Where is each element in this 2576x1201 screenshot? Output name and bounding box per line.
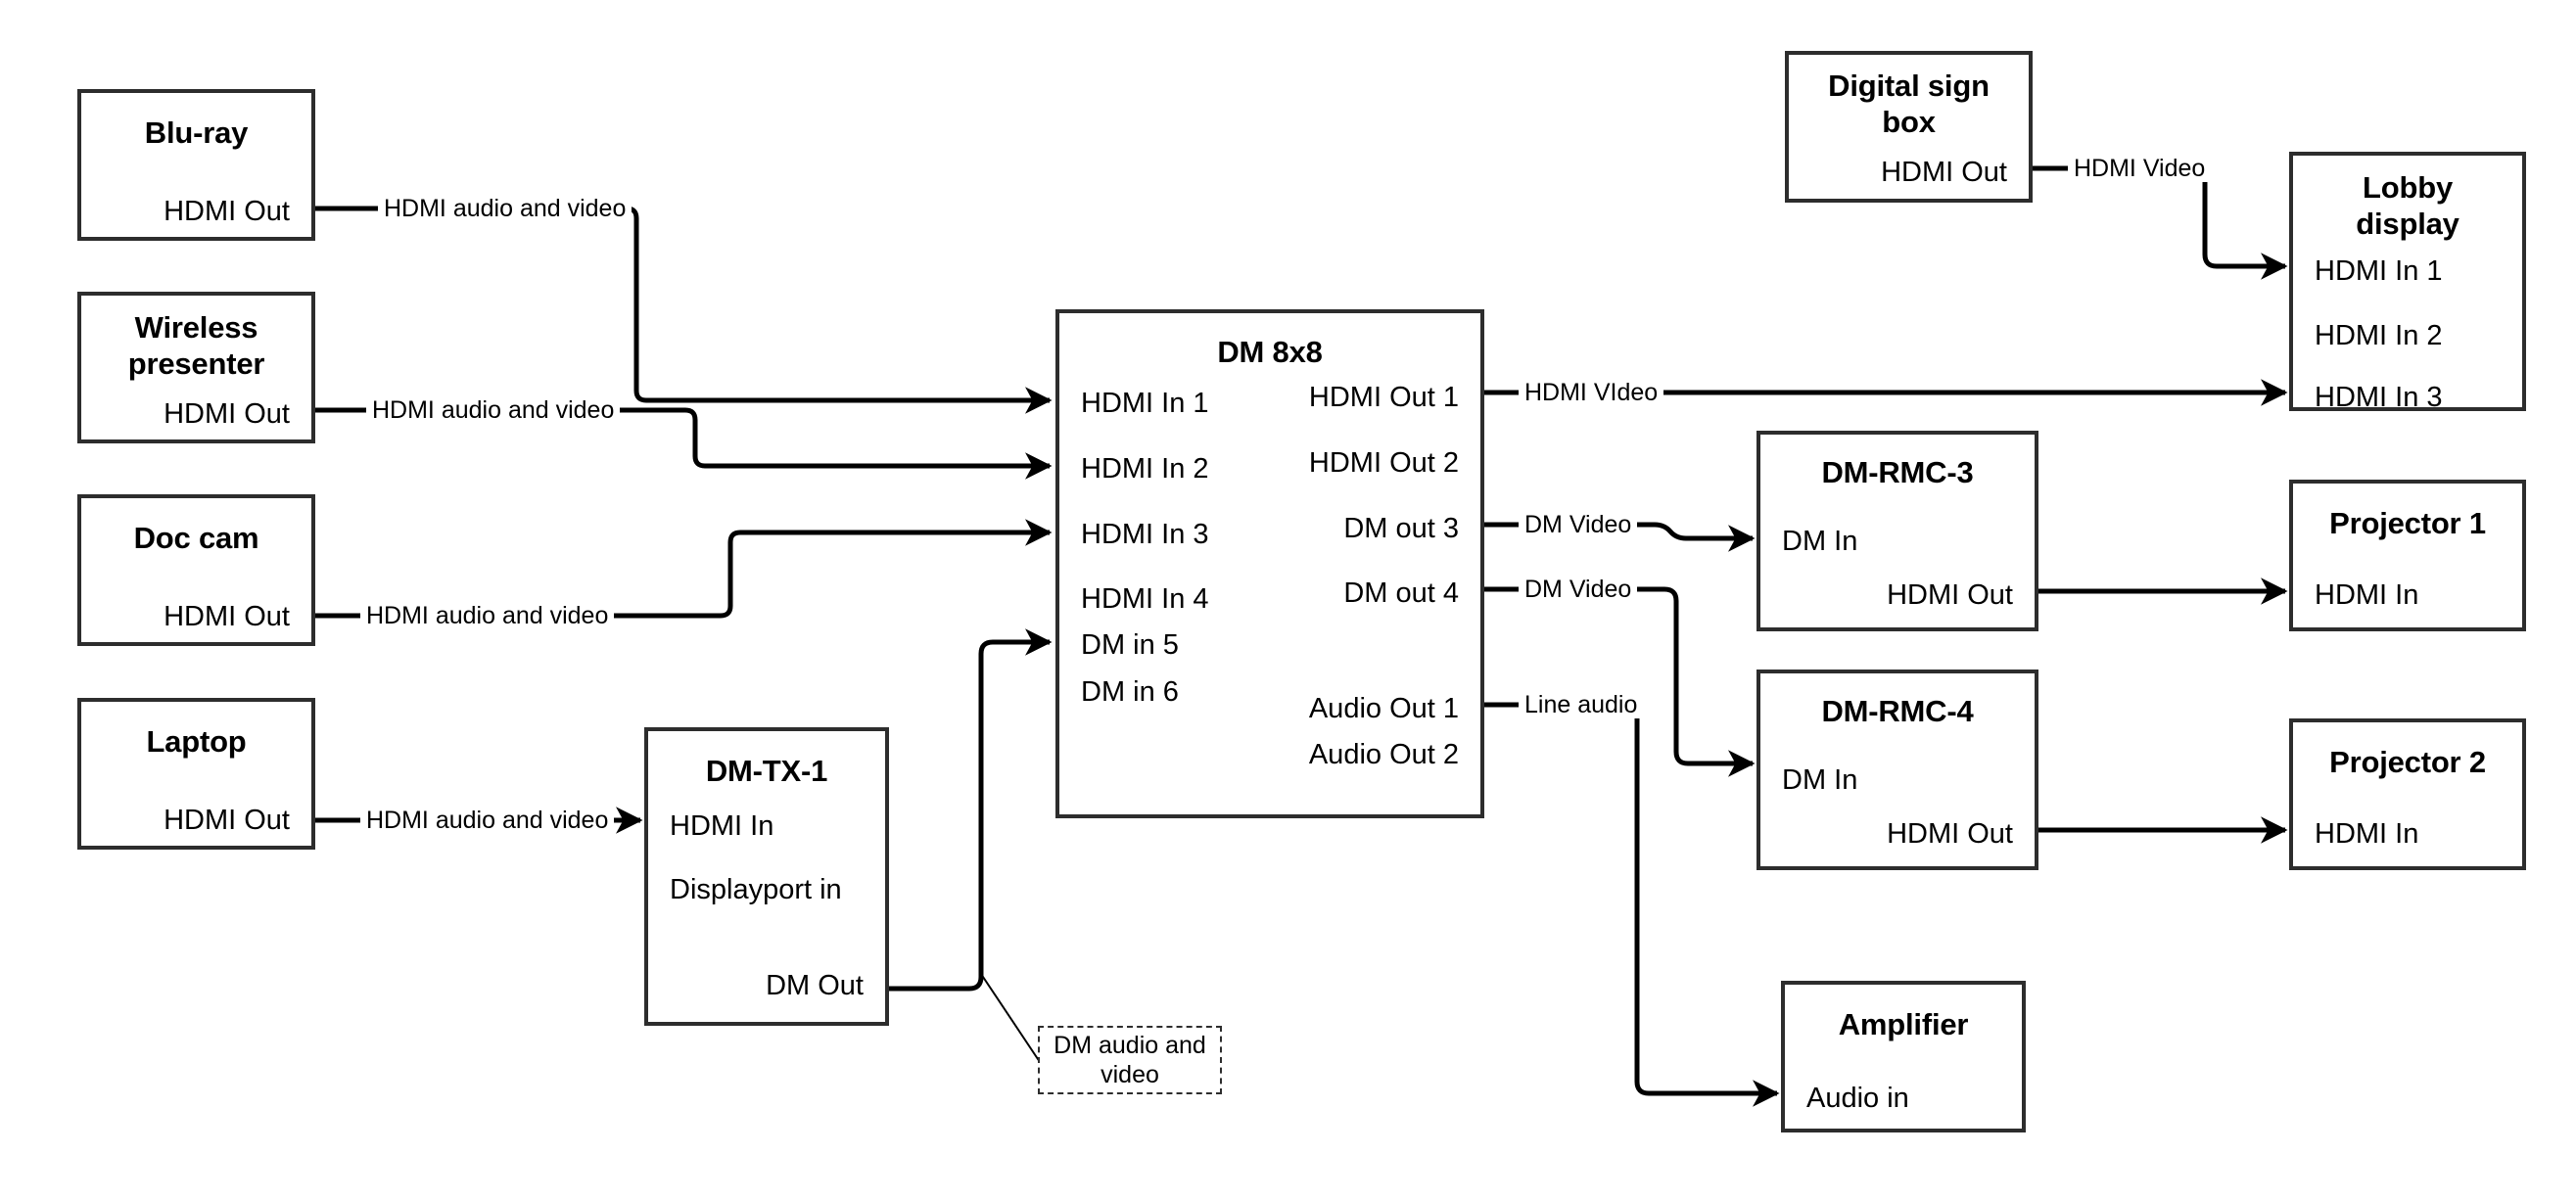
leader-dm-audio-video bbox=[980, 973, 1041, 1063]
edge-label-bluray-to-dm8x8: HDMI audio and video bbox=[378, 195, 632, 222]
device-dm-8x8-output-dm-out-3[interactable]: DM out 3 bbox=[1343, 513, 1459, 544]
device-amplifier-port-audio-in[interactable]: Audio in bbox=[1806, 1083, 1909, 1114]
device-wireless-presenter-title-line1: Wireless bbox=[134, 310, 258, 345]
device-dm-8x8-output-audio-out-1[interactable]: Audio Out 1 bbox=[1308, 693, 1459, 724]
device-lobby-display[interactable]: Lobby display HDMI In 1 HDMI In 2 HDMI I… bbox=[2289, 152, 2526, 413]
device-dm-8x8-title: DM 8x8 bbox=[1217, 335, 1323, 369]
edge-label-dm8x8-out3-to-rmc3: DM Video bbox=[1519, 511, 1638, 538]
device-dm-8x8-input-dm-in-5[interactable]: DM in 5 bbox=[1081, 629, 1179, 661]
device-dm-rmc-4-port-dm-in[interactable]: DM In bbox=[1782, 764, 1858, 796]
device-projector-1[interactable]: Projector 1 HDMI In bbox=[2289, 480, 2526, 631]
edge-label-laptop-to-dmtx1: HDMI audio and video bbox=[360, 807, 615, 834]
device-dm-8x8-input-hdmi-in-2[interactable]: HDMI In 2 bbox=[1081, 453, 1209, 485]
device-lobby-display-port-hdmi-in-3[interactable]: HDMI In 3 bbox=[2315, 382, 2443, 413]
device-dm-tx-1-port-dm-out[interactable]: DM Out bbox=[766, 970, 864, 1001]
wire-bluray-to-dm8x8 bbox=[315, 206, 1053, 414]
device-wireless-presenter-title-line2: presenter bbox=[127, 346, 265, 381]
device-dm-8x8-output-dm-out-4[interactable]: DM out 4 bbox=[1343, 577, 1459, 609]
annotation-dm-audio-and-video: DM audio and video bbox=[1038, 1026, 1222, 1094]
device-dm-rmc-3-title: DM-RMC-3 bbox=[1821, 455, 1974, 489]
device-dm-8x8-input-hdmi-in-1[interactable]: HDMI In 1 bbox=[1081, 388, 1209, 419]
device-projector-1-title: Projector 1 bbox=[2329, 506, 2486, 540]
device-bluray-title: Blu-ray bbox=[144, 115, 249, 150]
device-dm-rmc-4[interactable]: DM-RMC-4 DM In HDMI Out bbox=[1756, 670, 2038, 870]
device-dm-tx-1-title: DM-TX-1 bbox=[705, 754, 828, 788]
wire-dm8x8-audio-to-amplifier bbox=[1484, 702, 1780, 1107]
device-dm-rmc-4-port-hdmi-out[interactable]: HDMI Out bbox=[1887, 818, 2013, 850]
device-bluray[interactable]: Blu-ray HDMI Out bbox=[77, 89, 315, 241]
device-dm-tx-1-port-displayport-in[interactable]: Displayport in bbox=[670, 874, 842, 905]
device-amplifier-title: Amplifier bbox=[1838, 1007, 1969, 1041]
device-dm-rmc-3-port-hdmi-out[interactable]: HDMI Out bbox=[1887, 579, 2013, 611]
device-dm-8x8-input-hdmi-in-3[interactable]: HDMI In 3 bbox=[1081, 519, 1209, 550]
device-amplifier[interactable]: Amplifier Audio in bbox=[1781, 981, 2026, 1132]
device-digital-sign-box-port-hdmi-out[interactable]: HDMI Out bbox=[1881, 157, 2007, 188]
device-lobby-display-port-hdmi-in-2[interactable]: HDMI In 2 bbox=[2315, 320, 2443, 351]
device-doc-cam-port-hdmi-out[interactable]: HDMI Out bbox=[164, 601, 290, 632]
device-dm-8x8-output-hdmi-out-1[interactable]: HDMI Out 1 bbox=[1308, 382, 1459, 413]
device-dm-8x8[interactable]: DM 8x8 HDMI In 1 HDMI In 2 HDMI In 3 HDM… bbox=[1055, 309, 1484, 818]
device-digital-sign-box[interactable]: Digital sign box HDMI Out bbox=[1785, 51, 2033, 203]
edge-label-wireless-to-dm8x8: HDMI audio and video bbox=[366, 396, 621, 424]
device-projector-2[interactable]: Projector 2 HDMI In bbox=[2289, 718, 2526, 870]
device-wireless-presenter-port-hdmi-out[interactable]: HDMI Out bbox=[164, 398, 290, 430]
device-dm-rmc-4-title: DM-RMC-4 bbox=[1821, 694, 1974, 728]
annotation-dm-audio-and-video-line2: video bbox=[1101, 1061, 1159, 1088]
device-projector-1-port-hdmi-in[interactable]: HDMI In bbox=[2315, 579, 2419, 611]
edge-label-dm8x8-audio-to-amplifier: Line audio bbox=[1519, 691, 1644, 718]
edge-label-sign-to-lobby: HDMI Video bbox=[2068, 155, 2212, 182]
wire-dmtx1-to-dm8x8 bbox=[889, 628, 1053, 992]
device-laptop-port-hdmi-out[interactable]: HDMI Out bbox=[164, 805, 290, 836]
device-dm-rmc-3[interactable]: DM-RMC-3 DM In HDMI Out bbox=[1756, 431, 2038, 631]
device-doc-cam[interactable]: Doc cam HDMI Out bbox=[77, 494, 315, 646]
device-dm-8x8-input-dm-in-6[interactable]: DM in 6 bbox=[1081, 676, 1179, 708]
device-projector-2-port-hdmi-in[interactable]: HDMI In bbox=[2315, 818, 2419, 850]
device-wireless-presenter[interactable]: Wireless presenter HDMI Out bbox=[77, 292, 315, 443]
device-dm-rmc-3-port-dm-in[interactable]: DM In bbox=[1782, 526, 1858, 557]
device-bluray-port-hdmi-out[interactable]: HDMI Out bbox=[164, 196, 290, 227]
device-dm-8x8-input-hdmi-in-4[interactable]: HDMI In 4 bbox=[1081, 583, 1209, 615]
device-laptop-title: Laptop bbox=[146, 724, 247, 759]
device-dm-tx-1-port-hdmi-in[interactable]: HDMI In bbox=[670, 810, 774, 842]
device-digital-sign-box-title-line1: Digital sign bbox=[1828, 69, 1990, 103]
device-lobby-display-title-line2: display bbox=[2356, 207, 2459, 241]
edge-label-dm8x8-out1-to-lobby: HDMI VIdeo bbox=[1519, 379, 1664, 406]
device-projector-2-title: Projector 2 bbox=[2329, 745, 2486, 779]
device-doc-cam-title: Doc cam bbox=[133, 521, 259, 555]
wire-sign-to-lobby bbox=[2033, 165, 2288, 280]
edge-label-dm8x8-out4-to-rmc4: DM Video bbox=[1519, 576, 1638, 603]
device-lobby-display-port-hdmi-in-1[interactable]: HDMI In 1 bbox=[2315, 255, 2443, 287]
device-digital-sign-box-title-line2: box bbox=[1882, 105, 1936, 139]
device-dm-tx-1[interactable]: DM-TX-1 HDMI In Displayport in DM Out bbox=[644, 727, 889, 1026]
device-dm-8x8-output-hdmi-out-2[interactable]: HDMI Out 2 bbox=[1308, 447, 1459, 479]
annotation-dm-audio-and-video-line1: DM audio and bbox=[1054, 1032, 1206, 1059]
edge-label-doccam-to-dm8x8: HDMI audio and video bbox=[360, 602, 615, 629]
device-dm-8x8-output-audio-out-2[interactable]: Audio Out 2 bbox=[1308, 739, 1459, 770]
device-lobby-display-title-line1: Lobby bbox=[2363, 170, 2453, 205]
wire-dm8x8-out4-to-rmc4 bbox=[1484, 586, 1756, 777]
device-laptop[interactable]: Laptop HDMI Out bbox=[77, 698, 315, 850]
